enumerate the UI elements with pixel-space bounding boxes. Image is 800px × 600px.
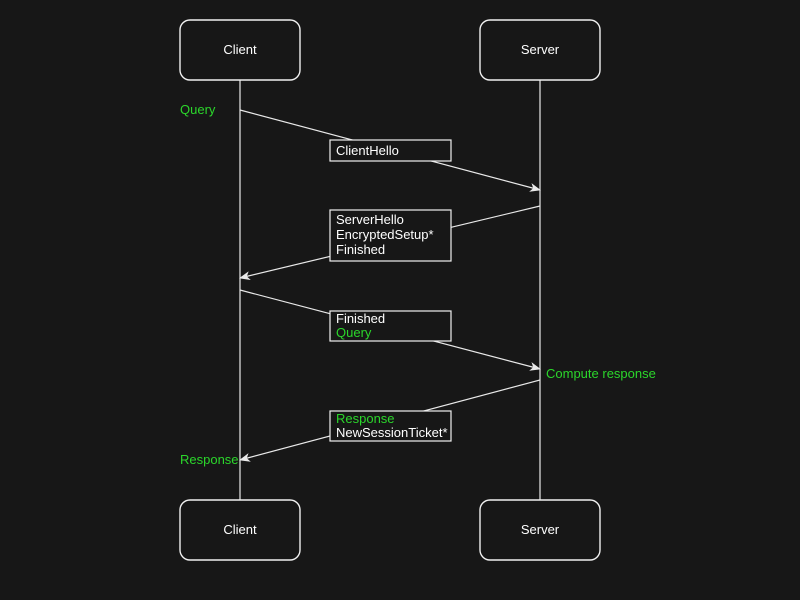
actor-box-rect: [179, 499, 301, 561]
message-label-rect: [329, 410, 452, 442]
actor-label-client-top: Client: [223, 42, 257, 57]
message-label-text: Finished: [336, 242, 385, 257]
message-label-text-response: Response: [336, 411, 395, 426]
message-label-box-serverhello: ServerHello EncryptedSetup* Finished: [329, 209, 452, 262]
message-label-text: EncryptedSetup*: [336, 227, 434, 242]
message-label-rect: [329, 310, 452, 342]
actor-label-client-bottom: Client: [223, 522, 257, 537]
message-label-text: Finished: [336, 311, 385, 326]
actor-box-rect: [479, 19, 601, 81]
actor-box-rect: [479, 499, 601, 561]
actor-box-server-bottom: Server: [479, 499, 601, 561]
message-label-box-response: Response NewSessionTicket*: [329, 410, 452, 442]
actor-label-server-bottom: Server: [521, 522, 560, 537]
message-label-box-finished-query: Finished Query: [329, 310, 452, 342]
actor-box-client-top: Client: [179, 19, 301, 81]
message-label-text: ServerHello: [336, 212, 404, 227]
annotation-query: Query: [180, 102, 216, 117]
message-label-text-query: Query: [336, 325, 372, 340]
actor-box-server-top: Server: [479, 19, 601, 81]
message-label-text: ClientHello: [336, 143, 399, 158]
actor-box-client-bottom: Client: [179, 499, 301, 561]
message-label-rect: [329, 139, 452, 162]
actor-label-server-top: Server: [521, 42, 560, 57]
actor-box-rect: [179, 19, 301, 81]
message-label-rect: [329, 209, 452, 262]
annotation-compute-response: Compute response: [546, 366, 656, 381]
message-label-text: NewSessionTicket*: [336, 425, 448, 440]
annotation-response: Response: [180, 452, 239, 467]
message-label-box-clienthello: ClientHello: [329, 139, 452, 162]
